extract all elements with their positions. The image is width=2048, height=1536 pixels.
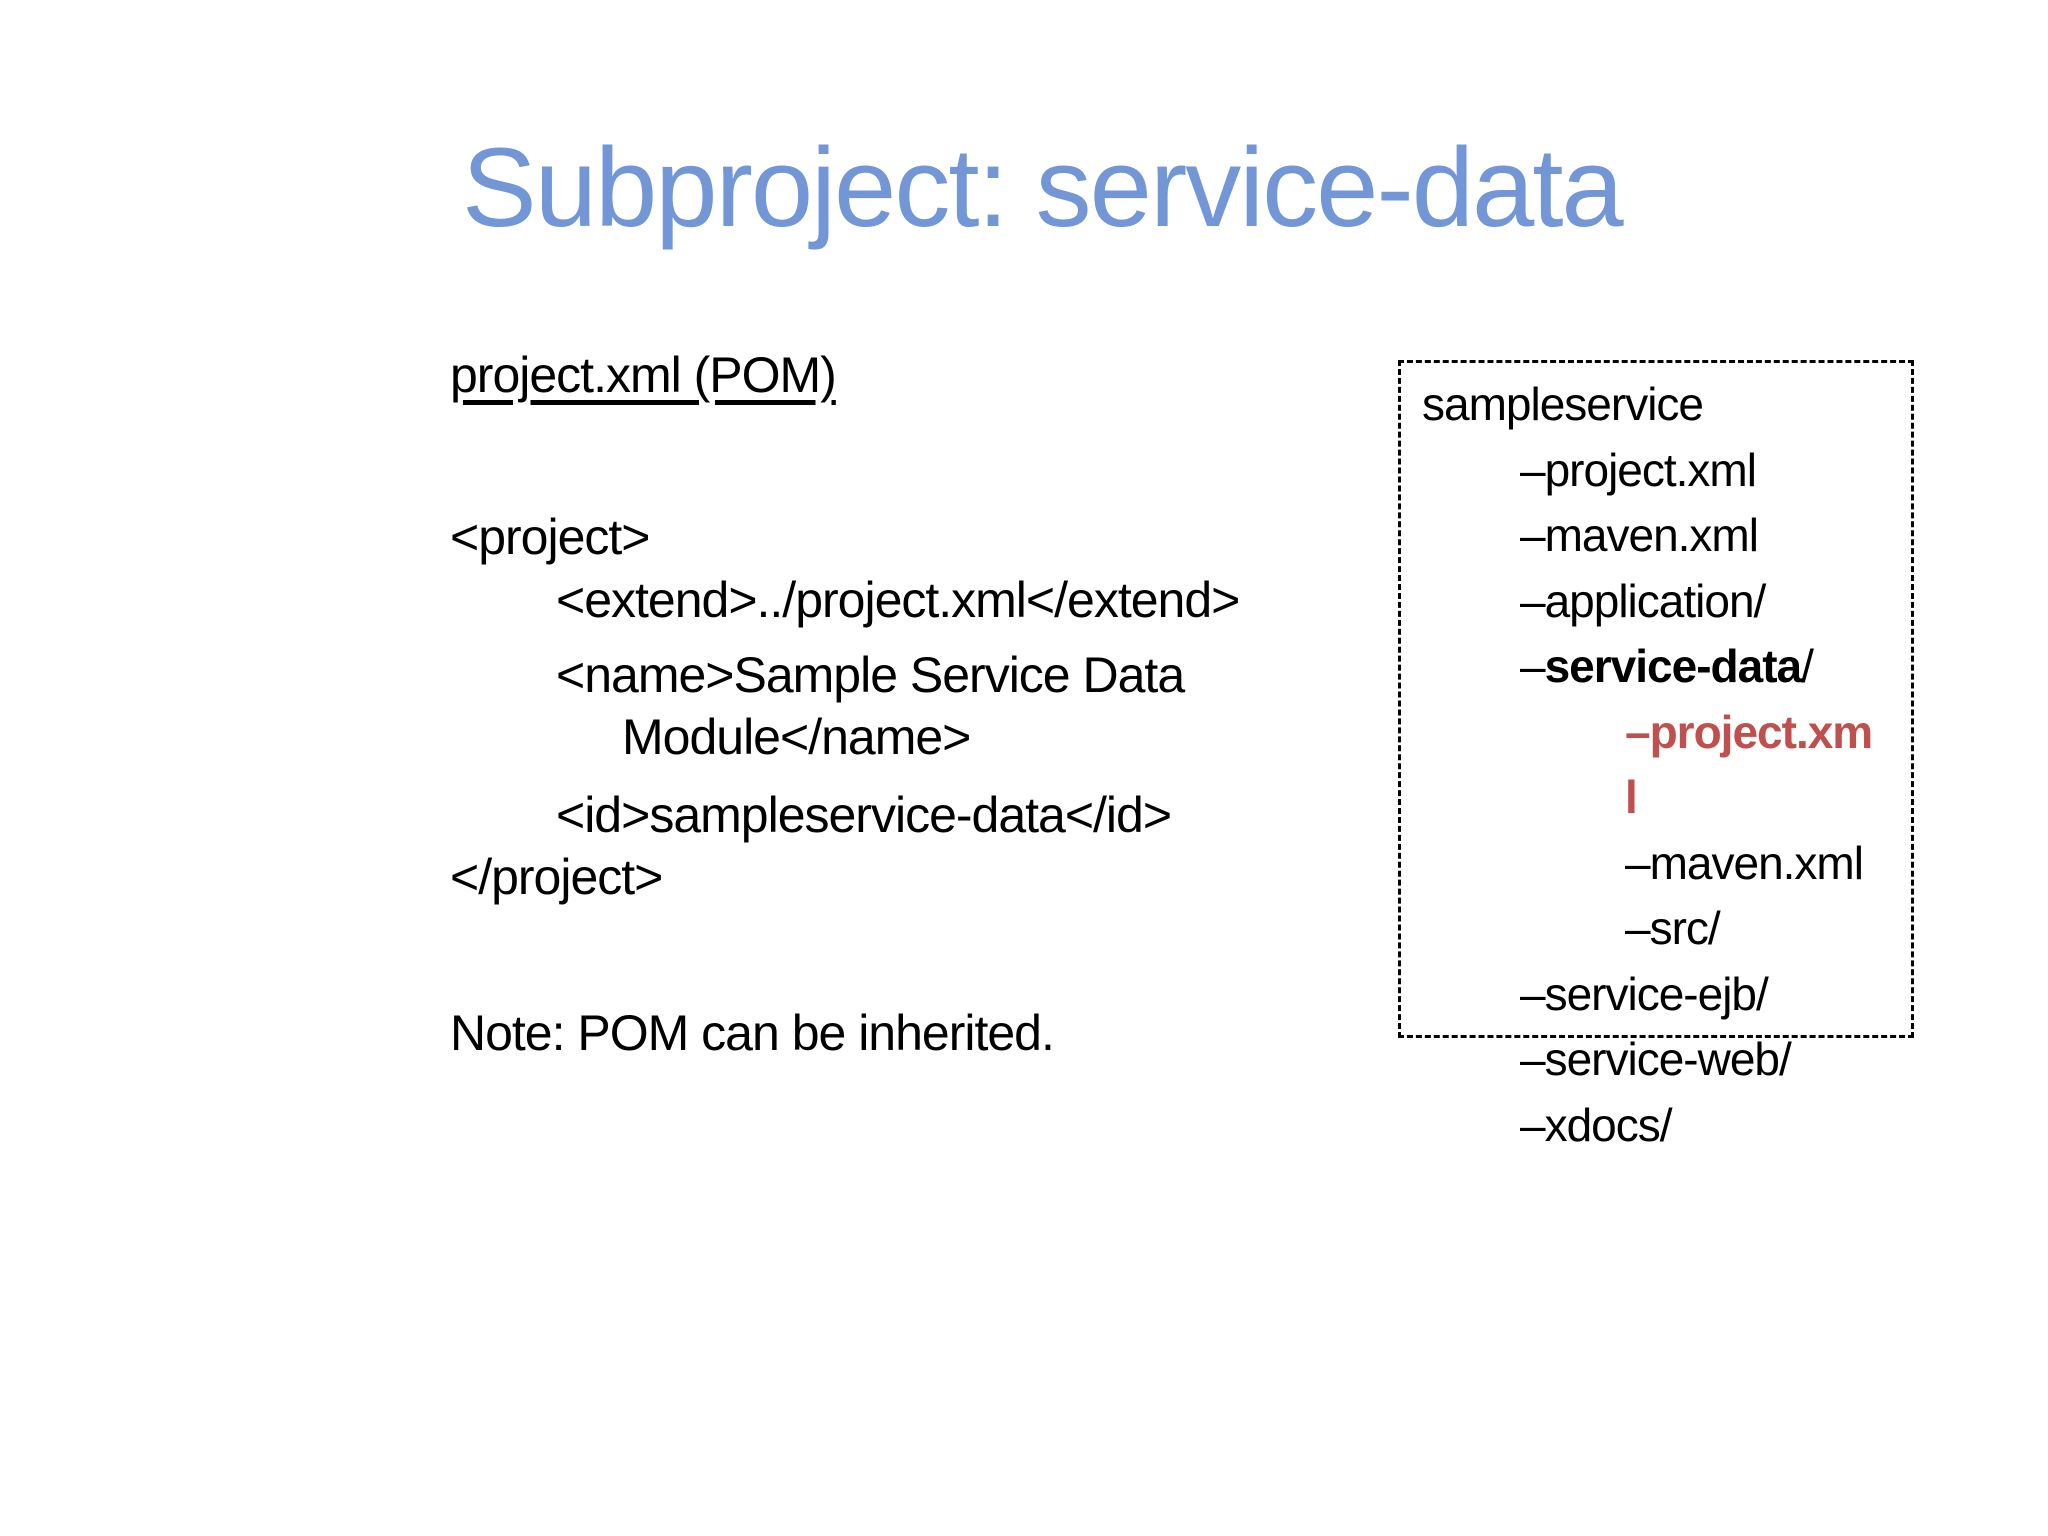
tree-item-service-data: –service-data/ — [1520, 639, 1814, 694]
note-text: Note: POM can be inherited. — [450, 1005, 1055, 1061]
tree-root: sampleservice — [1422, 378, 1704, 430]
code-line-name-open: <name>Sample Service Data — [556, 647, 1185, 703]
tree-item-maven-xml: –maven.xml — [1520, 509, 1759, 561]
tree-item-service-ejb: –service-ejb/ — [1520, 968, 1769, 1020]
tree-item-maven-xml-sub: –maven.xml — [1625, 837, 1864, 889]
tree-item-slash: / — [1801, 640, 1814, 692]
code-line-name-close: Module</name> — [622, 709, 971, 765]
tree-item-service-data-name: service-data — [1544, 640, 1802, 692]
code-line-project-close: </project> — [450, 849, 663, 905]
slide-title: Subproject: service-data — [462, 125, 1624, 250]
tree-item-xdocs: –xdocs/ — [1520, 1099, 1673, 1151]
tree-item-service-web: –service-web/ — [1520, 1033, 1792, 1085]
tree-item-l-red: l — [1625, 771, 1638, 823]
code-line-project-open: <project> — [450, 509, 650, 565]
tree-item-project-xm-red: –project.xm — [1625, 706, 1873, 758]
pom-heading: project.xml (POM) — [450, 347, 837, 403]
tree-item-application: –application/ — [1520, 575, 1766, 627]
code-line-extend: <extend>../project.xml</extend> — [556, 572, 1240, 628]
tree-item-src: –src/ — [1625, 902, 1721, 954]
tree-item-dash: – — [1520, 640, 1546, 692]
file-tree-box — [1398, 360, 1914, 1038]
code-line-id: <id>sampleservice-data</id> — [556, 787, 1172, 843]
tree-item-project-xml: –project.xml — [1520, 444, 1757, 496]
